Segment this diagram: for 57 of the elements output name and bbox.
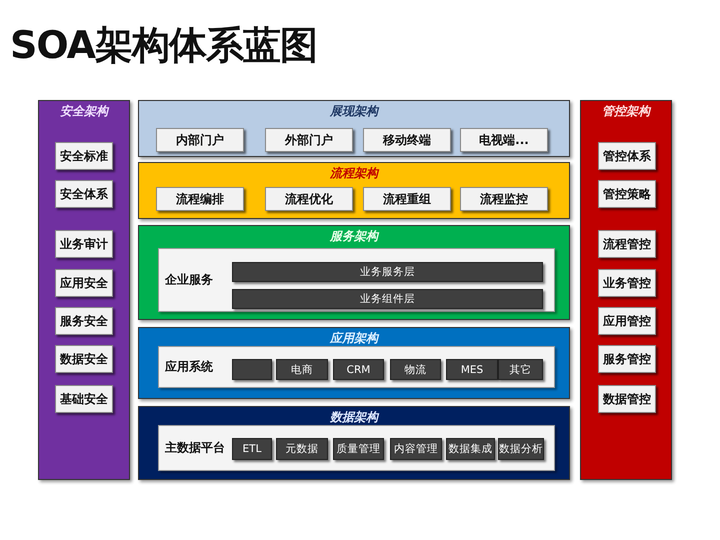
module-bar: CRM [333, 359, 384, 380]
group-box [158, 248, 555, 312]
layer-band [138, 406, 570, 480]
module-bar: 内容管理 [390, 438, 442, 460]
band-heading: 安全架构 [60, 103, 108, 120]
band-heading: 展现架构 [330, 103, 378, 120]
module-box: 电视端... [460, 128, 548, 152]
module-box: 基础安全 [55, 385, 113, 413]
module-box: 流程重组 [363, 187, 451, 211]
module-bar: MES [446, 359, 498, 380]
layer-band [138, 100, 570, 157]
module-bar: 数据分析 [498, 438, 544, 460]
module-box: 数据安全 [55, 345, 113, 373]
band-heading: 管控架构 [602, 103, 650, 120]
module-bar: 质量管理 [333, 438, 384, 460]
module-box: 内部门户 [156, 128, 244, 152]
group-label: 企业服务 [165, 272, 213, 288]
band-heading: 流程架构 [330, 165, 378, 182]
module-bar: 其它 [498, 359, 543, 380]
module-bar: 电商 [276, 359, 328, 380]
module-box: 安全体系 [55, 180, 113, 208]
module-bar: 物流 [390, 359, 441, 380]
module-box: 流程优化 [265, 187, 353, 211]
module-bar [232, 359, 272, 380]
module-box: 流程监控 [460, 187, 548, 211]
module-box: 流程编排 [156, 187, 244, 211]
side-panel [38, 100, 130, 480]
band-heading: 服务架构 [330, 228, 378, 245]
module-box: 移动终端 [363, 128, 451, 152]
module-box: 服务安全 [55, 307, 113, 335]
layer-band [138, 327, 570, 399]
module-bar: ETL [232, 438, 272, 460]
module-bar: 业务组件层 [232, 289, 543, 309]
group-label: 应用系统 [165, 358, 213, 376]
side-panel [580, 100, 672, 480]
module-box: 应用安全 [55, 269, 113, 297]
module-box: 应用管控 [598, 307, 656, 335]
module-box: 流程管控 [598, 230, 656, 258]
module-box: 管控策略 [598, 180, 656, 208]
layer-band [138, 225, 570, 320]
module-box: 数据管控 [598, 385, 656, 413]
module-bar: 业务服务层 [232, 262, 543, 282]
module-box: 业务审计 [55, 230, 113, 258]
group-label: 主数据平台 [165, 440, 225, 456]
module-bar: 数据集成 [446, 438, 495, 460]
module-box: 外部门户 [265, 128, 353, 152]
module-box: 安全标准 [55, 142, 113, 170]
group-box [158, 425, 555, 471]
band-heading: 应用架构 [330, 330, 378, 347]
module-box: 业务管控 [598, 269, 656, 297]
module-box: 服务管控 [598, 345, 656, 373]
module-bar: 元数据 [276, 438, 328, 460]
module-box: 管控体系 [598, 142, 656, 170]
band-heading: 数据架构 [330, 409, 378, 426]
layer-band [138, 162, 570, 219]
group-box [158, 346, 555, 388]
title: SOA架构体系蓝图 [10, 22, 318, 69]
